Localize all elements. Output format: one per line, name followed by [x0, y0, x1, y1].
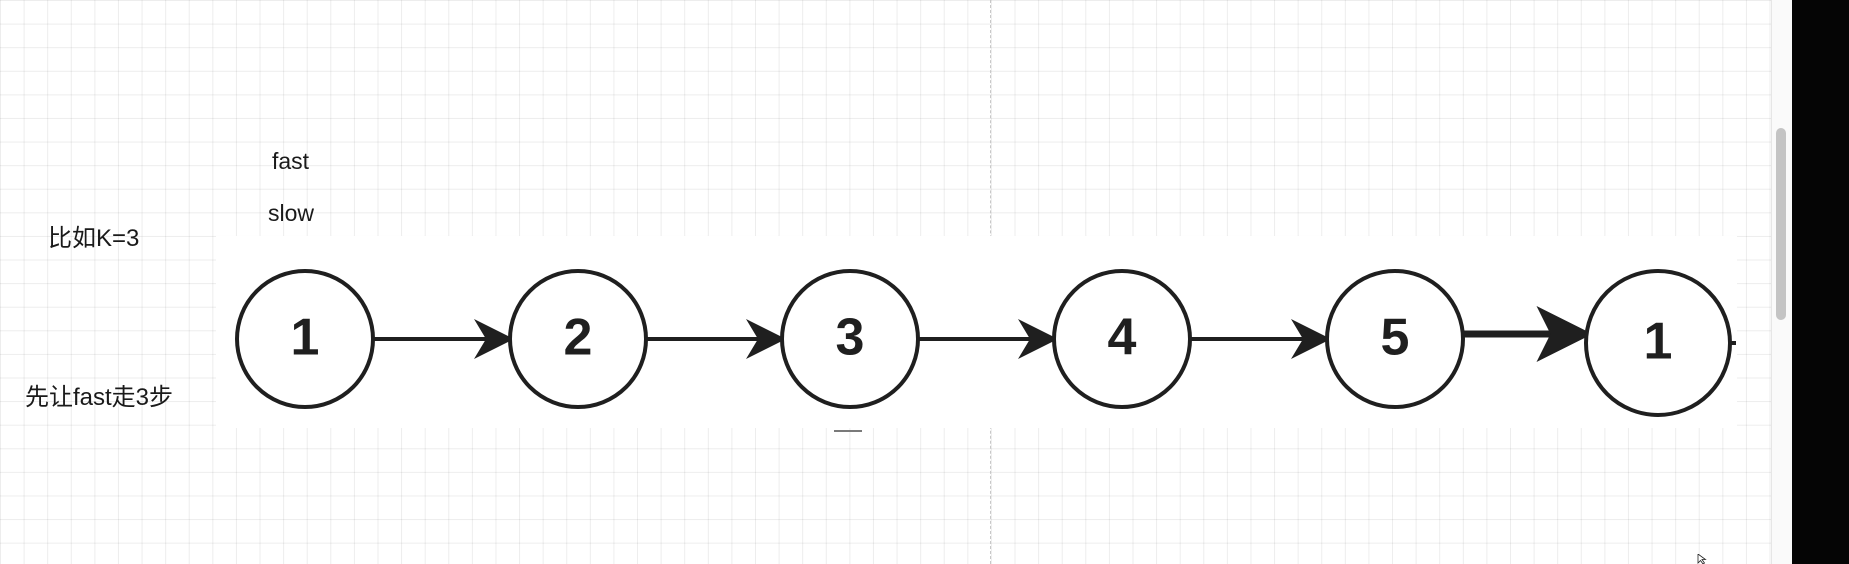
- window-edge: [1792, 0, 1849, 564]
- list-node-label-4: 4: [1108, 309, 1137, 367]
- list-node-1: [235, 269, 375, 409]
- tail-pointer-stub: [1731, 341, 1736, 345]
- list-node-label-5: 5: [1381, 309, 1410, 367]
- pointer-arrow-icon: [1697, 554, 1707, 564]
- list-node-label-3: 3: [836, 309, 865, 367]
- list-node-label-6: 1: [1644, 313, 1673, 371]
- list-node-label-2: 2: [564, 309, 593, 367]
- list-node-4: [1052, 269, 1192, 409]
- linked-list-diagram: 1 2 3 4 5 1: [235, 269, 1736, 432]
- list-node-6: [1584, 269, 1732, 417]
- pointer-label-fast[interactable]: fast: [272, 148, 310, 174]
- note-k-equals[interactable]: 比如K=3: [48, 225, 140, 252]
- pointer-label-slow[interactable]: slow: [268, 200, 315, 226]
- scrollbar-thumb[interactable]: [1776, 128, 1786, 320]
- list-node-label-1: 1: [291, 309, 320, 367]
- list-node-3: [780, 269, 920, 409]
- selection-handle[interactable]: [834, 430, 862, 432]
- list-node-5: [1325, 269, 1465, 409]
- note-fast-steps[interactable]: 先让fast走3步: [25, 384, 174, 411]
- list-node-2: [508, 269, 648, 409]
